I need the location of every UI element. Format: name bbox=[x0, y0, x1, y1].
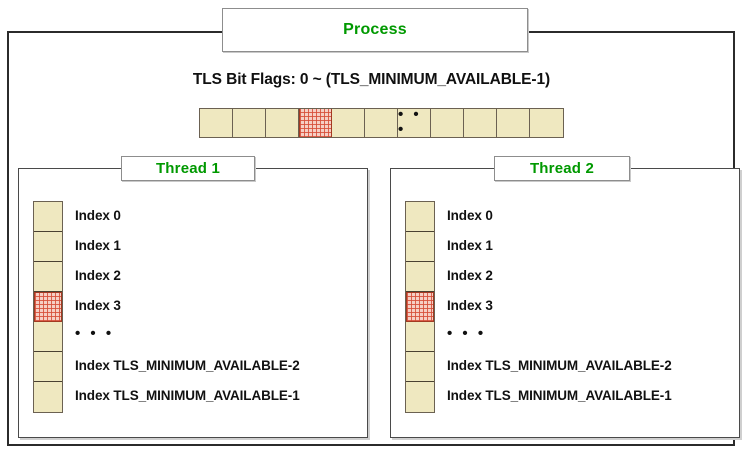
tls-flag-cell-1 bbox=[233, 109, 266, 137]
tls-flag-ellipsis: • • • bbox=[398, 106, 422, 138]
thread-panel-1: Index 0 Index 1 Index 2 Index 3 • • • Index T… bbox=[18, 168, 368, 438]
thread-1-slot-labels: Index 0 Index 1 Index 2 Index 3 • • • Index T… bbox=[75, 201, 300, 413]
thread-1-slot-cell-5 bbox=[34, 352, 62, 382]
thread-2-slot-cell-0 bbox=[406, 202, 434, 232]
thread-1-slot-cell-3 bbox=[34, 292, 62, 322]
tls-flag-cell-6: • • • bbox=[398, 106, 431, 138]
thread-2-slot-cell-4 bbox=[406, 322, 434, 352]
tls-flag-cell-2 bbox=[266, 109, 299, 137]
thread-2-slot-cell-6 bbox=[406, 382, 434, 412]
thread-1-slot-cell-0 bbox=[34, 202, 62, 232]
thread-1-slot-cell-1 bbox=[34, 232, 62, 262]
thread-2-slot-label-2: Index 2 bbox=[447, 268, 493, 283]
tls-flag-cell-5 bbox=[365, 109, 398, 137]
thread-2-slot-label-3: Index 3 bbox=[447, 298, 493, 313]
thread-1-title-box: Thread 1 bbox=[121, 156, 255, 181]
thread-2-slot-label-6: Index TLS_MINIMUM_AVAILABLE-1 bbox=[447, 388, 672, 403]
thread-2-slot-label-4: • • • bbox=[447, 325, 487, 342]
thread-1-slot-cell-4 bbox=[34, 322, 62, 352]
thread-2-slot-label-0: Index 0 bbox=[447, 208, 493, 223]
thread-2-slot-cell-2 bbox=[406, 262, 434, 292]
tls-flag-cell-8 bbox=[464, 109, 497, 137]
tls-flag-cell-10 bbox=[530, 109, 563, 137]
thread-1-slot-label-3: Index 3 bbox=[75, 298, 121, 313]
thread-1-slot-label-6: Index TLS_MINIMUM_AVAILABLE-1 bbox=[75, 388, 300, 403]
tls-flag-cell-7 bbox=[431, 109, 464, 137]
thread-2-slot-label-5: Index TLS_MINIMUM_AVAILABLE-2 bbox=[447, 358, 672, 373]
thread-1-slot-label-5: Index TLS_MINIMUM_AVAILABLE-2 bbox=[75, 358, 300, 373]
process-title-label: Process bbox=[343, 21, 407, 38]
thread-1-slot-cell-6 bbox=[34, 382, 62, 412]
thread-2-slot-cell-3 bbox=[406, 292, 434, 322]
thread-1-slot-area: Index 0 Index 1 Index 2 Index 3 • • • Index T… bbox=[33, 201, 300, 413]
thread-1-slot-label-2: Index 2 bbox=[75, 268, 121, 283]
tls-flag-cell-0 bbox=[200, 109, 233, 137]
thread-2-slot-cell-1 bbox=[406, 232, 434, 262]
thread-1-slot-column bbox=[33, 201, 63, 413]
tls-flag-cell-3 bbox=[299, 109, 332, 137]
thread-1-slot-label-1: Index 1 bbox=[75, 238, 121, 253]
tls-bit-flags-strip: • • • bbox=[199, 106, 564, 138]
thread-2-slot-column bbox=[405, 201, 435, 413]
tls-flag-cell-4 bbox=[332, 109, 365, 137]
thread-panel-2: Index 0 Index 1 Index 2 Index 3 • • • Index T… bbox=[390, 168, 740, 438]
tls-flag-cell-9 bbox=[497, 109, 530, 137]
thread-2-title-label: Thread 2 bbox=[529, 160, 595, 177]
thread-2-slot-cell-5 bbox=[406, 352, 434, 382]
thread-2-slot-area: Index 0 Index 1 Index 2 Index 3 • • • Index T… bbox=[405, 201, 672, 413]
thread-1-slot-cell-2 bbox=[34, 262, 62, 292]
process-title-box: Process bbox=[222, 8, 528, 52]
thread-2-slot-label-1: Index 1 bbox=[447, 238, 493, 253]
thread-1-title-label: Thread 1 bbox=[155, 160, 221, 177]
thread-2-slot-labels: Index 0 Index 1 Index 2 Index 3 • • • Index T… bbox=[447, 201, 672, 413]
thread-2-title-box: Thread 2 bbox=[494, 156, 630, 181]
tls-bit-flags-heading: TLS Bit Flags: 0 ~ (TLS_MINIMUM_AVAILABL… bbox=[192, 71, 551, 88]
thread-1-slot-label-4: • • • bbox=[75, 325, 115, 342]
thread-1-slot-label-0: Index 0 bbox=[75, 208, 121, 223]
